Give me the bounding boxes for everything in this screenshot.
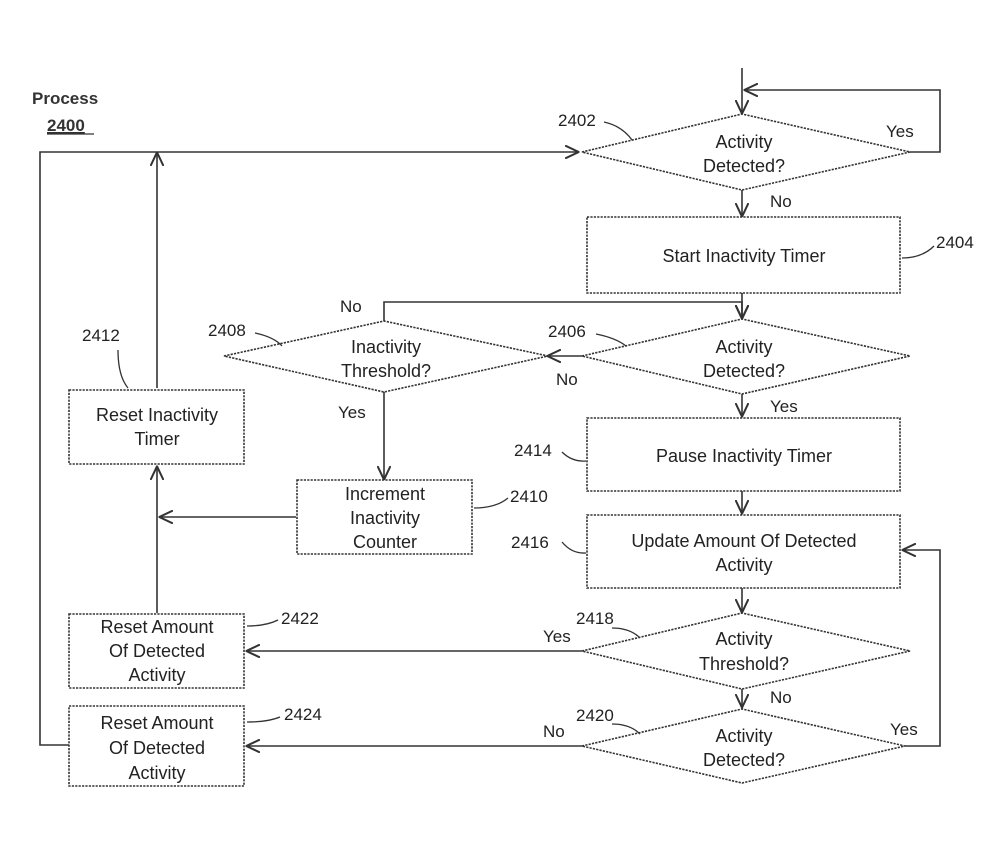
label-2408-yes: Yes — [338, 403, 366, 422]
ref-2412-leader — [117, 349, 129, 389]
node-2404: Start Inactivity Timer 2404 — [586, 216, 974, 294]
node-2418: Activity Threshold? 2418 — [576, 609, 911, 690]
node-2410-line-1: Increment — [345, 484, 425, 504]
ref-2406-leader — [595, 333, 627, 347]
ref-2420-leader — [611, 723, 641, 735]
ref-2402-leader — [603, 121, 633, 141]
process-box-2422 — [68, 613, 245, 689]
ref-2414: 2414 — [514, 441, 552, 460]
node-2410-line-3: Counter — [353, 532, 417, 552]
node-2406-line-1: Activity — [715, 337, 772, 357]
ref-2416-leader — [561, 541, 587, 554]
edge-2424-2402 — [39, 152, 578, 746]
node-2404-line-1: Start Inactivity Timer — [662, 246, 825, 266]
ref-2418-leader — [611, 627, 641, 639]
label-2418-yes: Yes — [543, 627, 571, 646]
label-2420-yes: Yes — [890, 720, 918, 739]
ref-2406: 2406 — [548, 322, 586, 341]
process-box-2410 — [296, 479, 473, 555]
label-2406-yes: Yes — [770, 397, 798, 416]
decision-diamond-2420 — [581, 708, 906, 784]
decision-diamond-2402 — [581, 113, 911, 191]
node-2408-line-1: Inactivity — [351, 337, 421, 357]
label-2402-yes: Yes — [886, 122, 914, 141]
node-2420-line-2: Detected? — [703, 750, 785, 770]
ref-2414-leader — [561, 451, 587, 462]
process-label: Process — [32, 89, 98, 108]
ref-2408-leader — [254, 332, 283, 347]
node-2420: Activity Detected? 2420 — [576, 706, 906, 784]
edge-2420-yes — [903, 550, 941, 747]
node-2406: Activity Detected? 2406 — [548, 318, 911, 395]
ref-2410: 2410 — [510, 487, 548, 506]
node-2402-line-2: Detected? — [703, 156, 785, 176]
ref-2424-leader — [246, 716, 281, 723]
ref-2418: 2418 — [576, 609, 614, 628]
ref-2404-leader — [901, 245, 935, 259]
process-box-2404 — [586, 216, 901, 294]
node-2416-line-2: Activity — [715, 555, 772, 575]
node-2418-line-2: Threshold? — [699, 654, 789, 674]
node-2416: Update Amount Of Detected Activity 2416 — [511, 514, 901, 589]
node-2412: Reset Inactivity Timer 2412 — [68, 326, 245, 465]
node-2414: Pause Inactivity Timer 2414 — [514, 417, 901, 492]
node-2424-line-1: Reset Amount — [100, 713, 213, 733]
decision-diamond-2408 — [223, 320, 549, 393]
label-2406-no: No — [556, 370, 578, 389]
node-2424: Reset Amount Of Detected Activity 2424 — [68, 705, 322, 787]
node-2402: Activity Detected? 2402 — [558, 111, 911, 191]
ref-2420: 2420 — [576, 706, 614, 725]
node-2414-line-1: Pause Inactivity Timer — [656, 446, 832, 466]
node-2420-line-1: Activity — [715, 726, 772, 746]
process-box-2424 — [68, 705, 245, 787]
node-2410-line-2: Inactivity — [350, 508, 420, 528]
node-2402-line-1: Activity — [715, 132, 772, 152]
node-2408: Inactivity Threshold? 2408 — [208, 320, 549, 393]
process-box-2412 — [68, 389, 245, 465]
ref-2412: 2412 — [82, 326, 120, 345]
process-box-2414 — [586, 417, 901, 492]
ref-2408: 2408 — [208, 321, 246, 340]
node-2424-line-2: Of Detected — [109, 738, 205, 758]
label-2418-no: No — [770, 688, 792, 707]
ref-2416: 2416 — [511, 533, 549, 552]
node-2422-line-2: Of Detected — [109, 641, 205, 661]
node-2408-line-2: Threshold? — [341, 361, 431, 381]
ref-2422-leader — [246, 619, 279, 627]
node-2406-line-2: Detected? — [703, 361, 785, 381]
node-2422-line-3: Activity — [128, 665, 185, 685]
label-2420-no: No — [543, 722, 565, 741]
node-2424-line-3: Activity — [128, 763, 185, 783]
process-number: 2400 — [47, 116, 85, 135]
ref-2404: 2404 — [936, 233, 974, 252]
node-2412-line-2: Timer — [134, 429, 179, 449]
decision-diamond-2406 — [581, 318, 911, 395]
decision-diamond-2418 — [581, 612, 911, 690]
node-2422-line-1: Reset Amount — [100, 617, 213, 637]
ref-2422: 2422 — [281, 609, 319, 628]
node-2422: Reset Amount Of Detected Activity 2422 — [68, 609, 319, 689]
node-2412-line-1: Reset Inactivity — [96, 405, 218, 425]
ref-2410-leader — [473, 497, 509, 509]
node-2410: Increment Inactivity Counter 2410 — [296, 479, 548, 555]
process-box-2416 — [586, 514, 901, 589]
node-2416-line-1: Update Amount Of Detected — [631, 531, 856, 551]
ref-2424: 2424 — [284, 705, 322, 724]
edge-2408-no — [383, 301, 742, 321]
label-2402-no: No — [770, 192, 792, 211]
edge-2402-yes — [745, 90, 941, 153]
node-2418-line-1: Activity — [715, 629, 772, 649]
ref-2402: 2402 — [558, 111, 596, 130]
label-2408-no: No — [340, 297, 362, 316]
